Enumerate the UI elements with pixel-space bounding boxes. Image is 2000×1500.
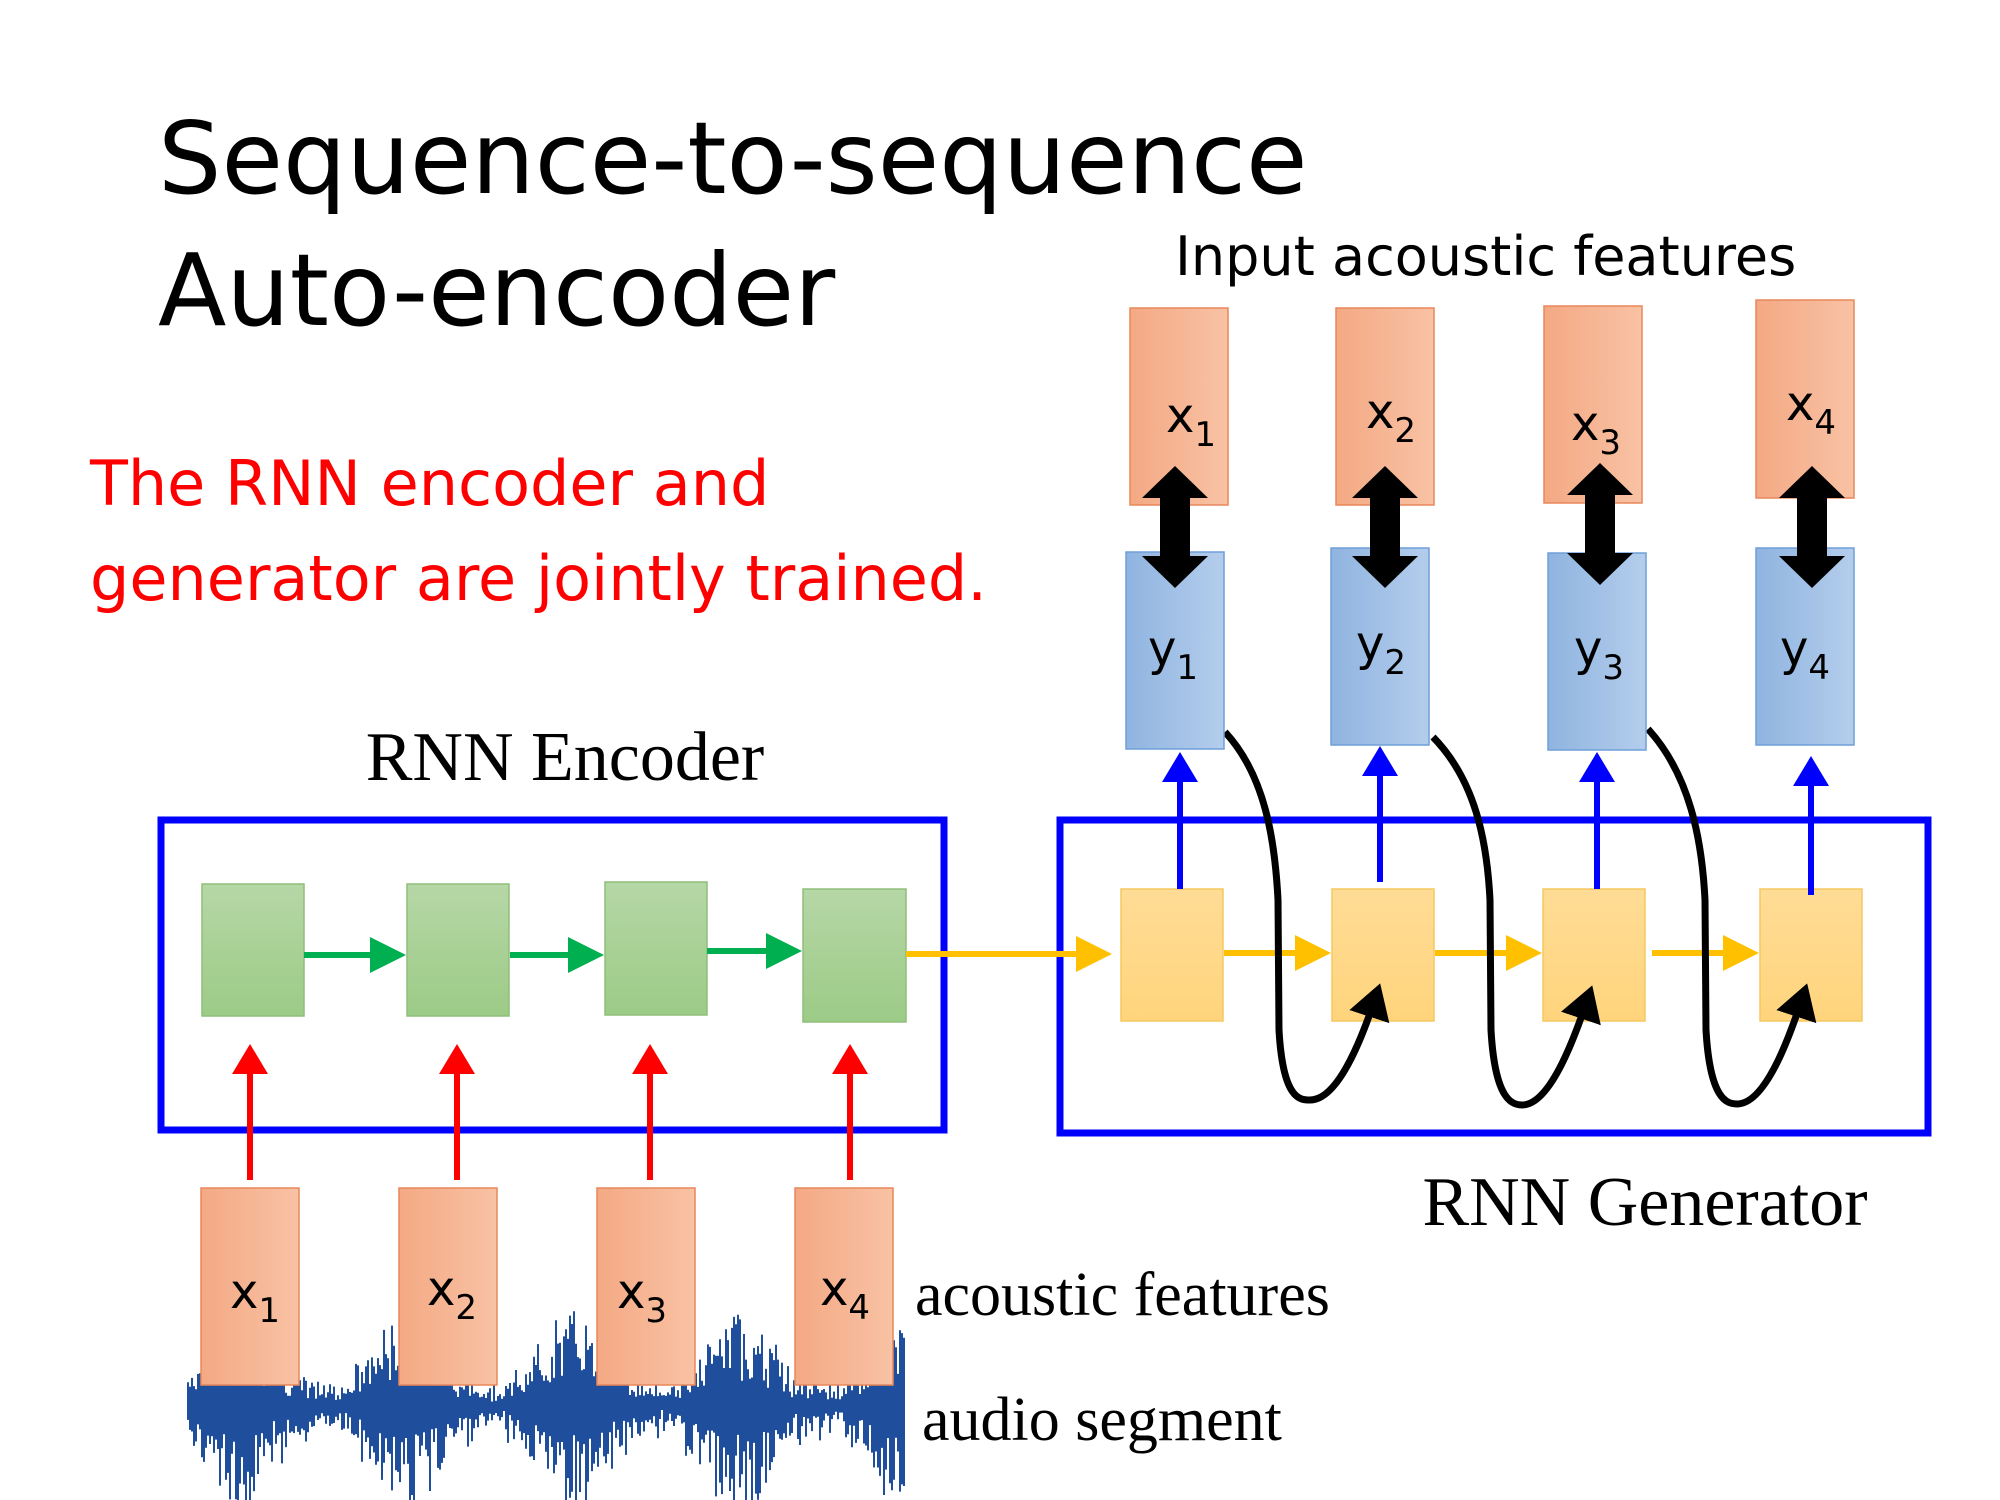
input-label: x1 <box>230 1264 280 1331</box>
input-boxes <box>200 1187 894 1386</box>
generator-cell <box>1542 888 1646 1022</box>
input-label: x2 <box>427 1261 477 1328</box>
feedback-arrow <box>1430 734 1601 1109</box>
feedback-arrow <box>1645 726 1817 1108</box>
note-line-2: generator are jointly trained. <box>90 542 987 615</box>
input-label: x3 <box>617 1264 667 1331</box>
reconstruction-arrows <box>1142 463 1845 588</box>
encoder-cell <box>406 883 510 1017</box>
encoder-cell <box>201 883 305 1017</box>
double-arrow-icon <box>1352 466 1418 588</box>
target-box <box>1755 299 1855 499</box>
note-line-1: The RNN encoder and <box>89 447 769 520</box>
generator-cell <box>1120 888 1224 1022</box>
output-box <box>1547 552 1647 751</box>
output-labels: y1 y2 y3 y4 <box>1148 616 1830 688</box>
input-features-label: Input acoustic features <box>1175 225 1796 288</box>
encoder-cell <box>604 881 708 1016</box>
target-label: x1 <box>1166 388 1216 455</box>
audio-segment-label: audio segment <box>922 1386 1282 1454</box>
double-arrow-icon <box>1779 466 1845 588</box>
output-label: y4 <box>1780 621 1830 688</box>
encoder-cell <box>802 888 907 1023</box>
input-box <box>794 1187 894 1386</box>
generator-frame <box>1056 816 1932 1137</box>
input-box <box>398 1187 498 1386</box>
target-label: x3 <box>1571 396 1621 463</box>
input-box <box>596 1187 696 1386</box>
generator-cell <box>1331 888 1435 1022</box>
output-boxes <box>1125 547 1855 751</box>
input-box <box>200 1187 300 1386</box>
feedback-arrow <box>1222 729 1390 1104</box>
output-label: y1 <box>1148 621 1198 688</box>
audio-waveform <box>187 1309 905 1500</box>
encoder-frame <box>157 816 948 1134</box>
target-label: x4 <box>1786 376 1836 443</box>
output-label: y2 <box>1356 616 1406 683</box>
generator-cell <box>1759 888 1863 1022</box>
title-line-2: Auto-encoder <box>158 232 836 349</box>
encoder-cells <box>201 881 907 1023</box>
double-arrow-icon <box>1567 463 1633 585</box>
encoder-label: RNN Encoder <box>366 719 765 796</box>
target-boxes <box>1129 299 1855 506</box>
target-label: x2 <box>1366 384 1416 451</box>
input-label: x4 <box>820 1261 870 1328</box>
title-line-1: Sequence-to-sequence <box>158 100 1308 217</box>
double-arrow-icon <box>1142 466 1208 588</box>
input-labels: x1 x2 x3 x4 <box>230 1261 870 1331</box>
output-label: y3 <box>1574 621 1624 688</box>
acoustic-features-label: acoustic features <box>915 1261 1330 1329</box>
target-labels: x1 x2 x3 x4 <box>1166 376 1836 463</box>
generator-label: RNN Generator <box>1422 1164 1867 1241</box>
